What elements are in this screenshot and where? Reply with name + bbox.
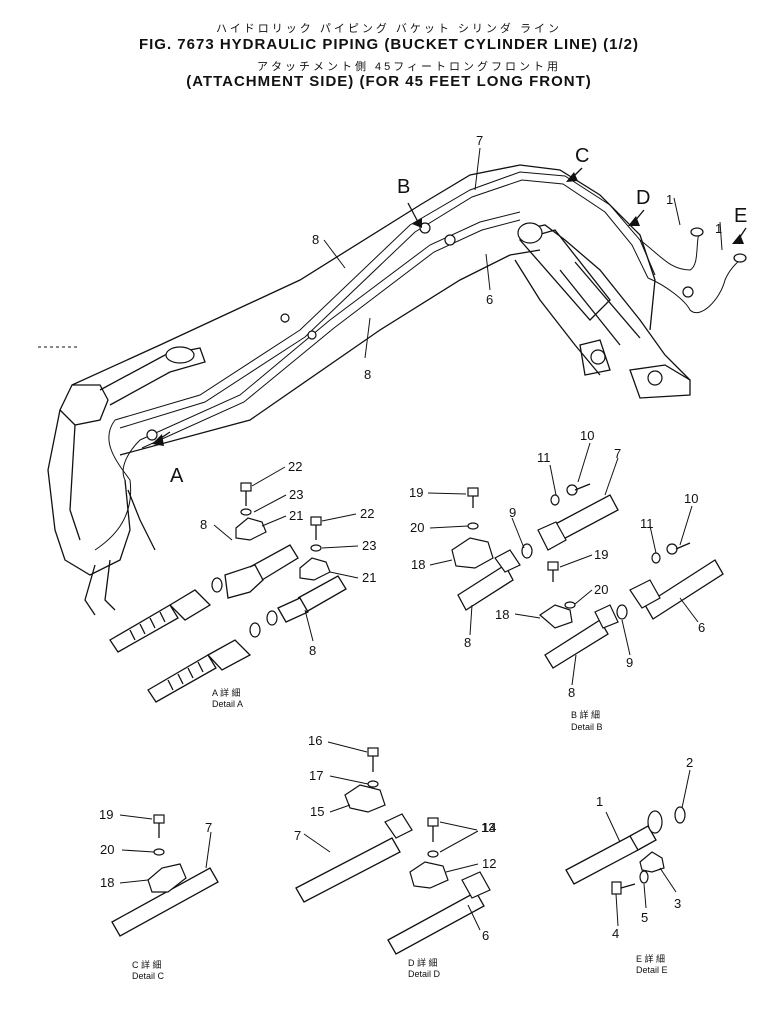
detail-c: 19 20 18 7 C 詳 細 Detail C: [99, 807, 219, 981]
detail-d-part-13: 13: [481, 820, 495, 835]
main-part-8-lower: 8: [364, 367, 371, 382]
detail-a-part-21-bottom: 21: [362, 570, 376, 585]
detail-b-part-20-left: 20: [410, 520, 424, 535]
main-part-1-left: 1: [666, 192, 673, 207]
detail-b: 10 11 7 19 20 9 18 8 10 11 19 20 18 9 6 …: [409, 428, 724, 732]
detail-c-part-18: 18: [100, 875, 114, 890]
detail-a: 22 23 21 8 22 23 21 8 A 詳 細 Detail A: [109, 459, 376, 709]
detail-d-caption-jp: D 詳 細: [408, 957, 438, 968]
main-part-7: 7: [476, 133, 483, 148]
detail-b-caption-jp: B 詳 細: [571, 709, 600, 720]
detail-b-caption: Detail B: [571, 722, 603, 732]
detail-b-part-20-right: 20: [594, 582, 608, 597]
detail-c-part-20: 20: [100, 842, 114, 857]
detail-d-part-6: 6: [482, 928, 489, 943]
detail-b-part-9-top: 9: [509, 505, 516, 520]
detail-b-part-7: 7: [614, 446, 621, 461]
detail-d-part-7: 7: [294, 828, 301, 843]
detail-e-part-5: 5: [641, 910, 648, 925]
detail-b-part-18-left: 18: [411, 557, 425, 572]
detail-b-part-9-bottom: 9: [626, 655, 633, 670]
view-letter-c: C: [575, 145, 589, 167]
main-part-1-right: 1: [715, 221, 722, 236]
detail-a-part-8-top: 8: [200, 517, 207, 532]
detail-d-part-16: 16: [308, 733, 322, 748]
detail-a-caption-jp: A 詳 細: [212, 687, 241, 698]
detail-b-part-18-right: 18: [495, 607, 509, 622]
main-part-6: 6: [486, 292, 493, 307]
view-letter-b: B: [397, 176, 410, 198]
detail-b-part-8-left: 8: [464, 635, 471, 650]
title-japanese-line2: アタッチメント側 45フィートロングフロント用: [256, 61, 562, 73]
title-japanese-line1: ハイドロリック パイピング バケット シリンダ ライン: [215, 23, 562, 35]
detail-a-part-8-bottom: 8: [309, 643, 316, 658]
detail-c-caption: Detail C: [132, 971, 165, 981]
detail-e-part-1: 1: [596, 794, 603, 809]
detail-e-caption-jp: E 詳 細: [636, 953, 665, 964]
detail-d-caption: Detail D: [408, 969, 441, 979]
detail-e-part-3: 3: [674, 896, 681, 911]
detail-e-caption: Detail E: [636, 965, 668, 975]
detail-e: 2 1 3 5 4 E 詳 細 Detail E: [565, 755, 693, 975]
detail-d-part-12: 12: [482, 856, 496, 871]
detail-b-part-11-top: 11: [537, 450, 551, 465]
detail-c-part-19: 19: [99, 807, 113, 822]
view-letter-e: E: [734, 205, 747, 227]
detail-e-part-2: 2: [686, 755, 693, 770]
detail-a-caption: Detail A: [212, 699, 243, 709]
detail-b-part-11-right: 11: [640, 516, 654, 531]
detail-e-part-4: 4: [612, 926, 619, 941]
detail-b-part-10-top: 10: [580, 428, 594, 443]
figure-title: FIG. 7673 HYDRAULIC PIPING (BUCKET CYLIN…: [138, 36, 640, 53]
detail-a-part-23-bottom: 23: [362, 538, 376, 553]
detail-d-part-15: 15: [310, 804, 324, 819]
detail-a-part-21-top: 21: [289, 508, 303, 523]
detail-d-part-17: 17: [309, 768, 323, 783]
detail-a-part-22-top: 22: [288, 459, 302, 474]
view-letter-a: A: [170, 465, 184, 487]
detail-b-part-19-right: 19: [594, 547, 608, 562]
detail-d-part-14: 14: [482, 820, 496, 835]
detail-b-part-6: 6: [698, 620, 705, 635]
detail-d: 16 17 15 7 13 14 12 6 D 詳 細 Detail D: [294, 733, 496, 979]
figure-subtitle: (ATTACHMENT SIDE) (FOR 45 FEET LONG FRON…: [186, 73, 592, 90]
detail-c-part-7: 7: [205, 820, 212, 835]
detail-a-part-22-bottom: 22: [360, 506, 374, 521]
detail-b-part-19-left: 19: [409, 485, 423, 500]
detail-a-part-23-top: 23: [289, 487, 303, 502]
main-view: C B D E A 7 8 6 8 1 1: [38, 133, 747, 616]
view-letter-d: D: [636, 187, 650, 209]
main-part-8-upper: 8: [312, 232, 319, 247]
detail-c-caption-jp: C 詳 細: [132, 959, 162, 970]
detail-b-part-10-right: 10: [684, 491, 698, 506]
detail-b-part-8-bottom: 8: [568, 685, 575, 700]
